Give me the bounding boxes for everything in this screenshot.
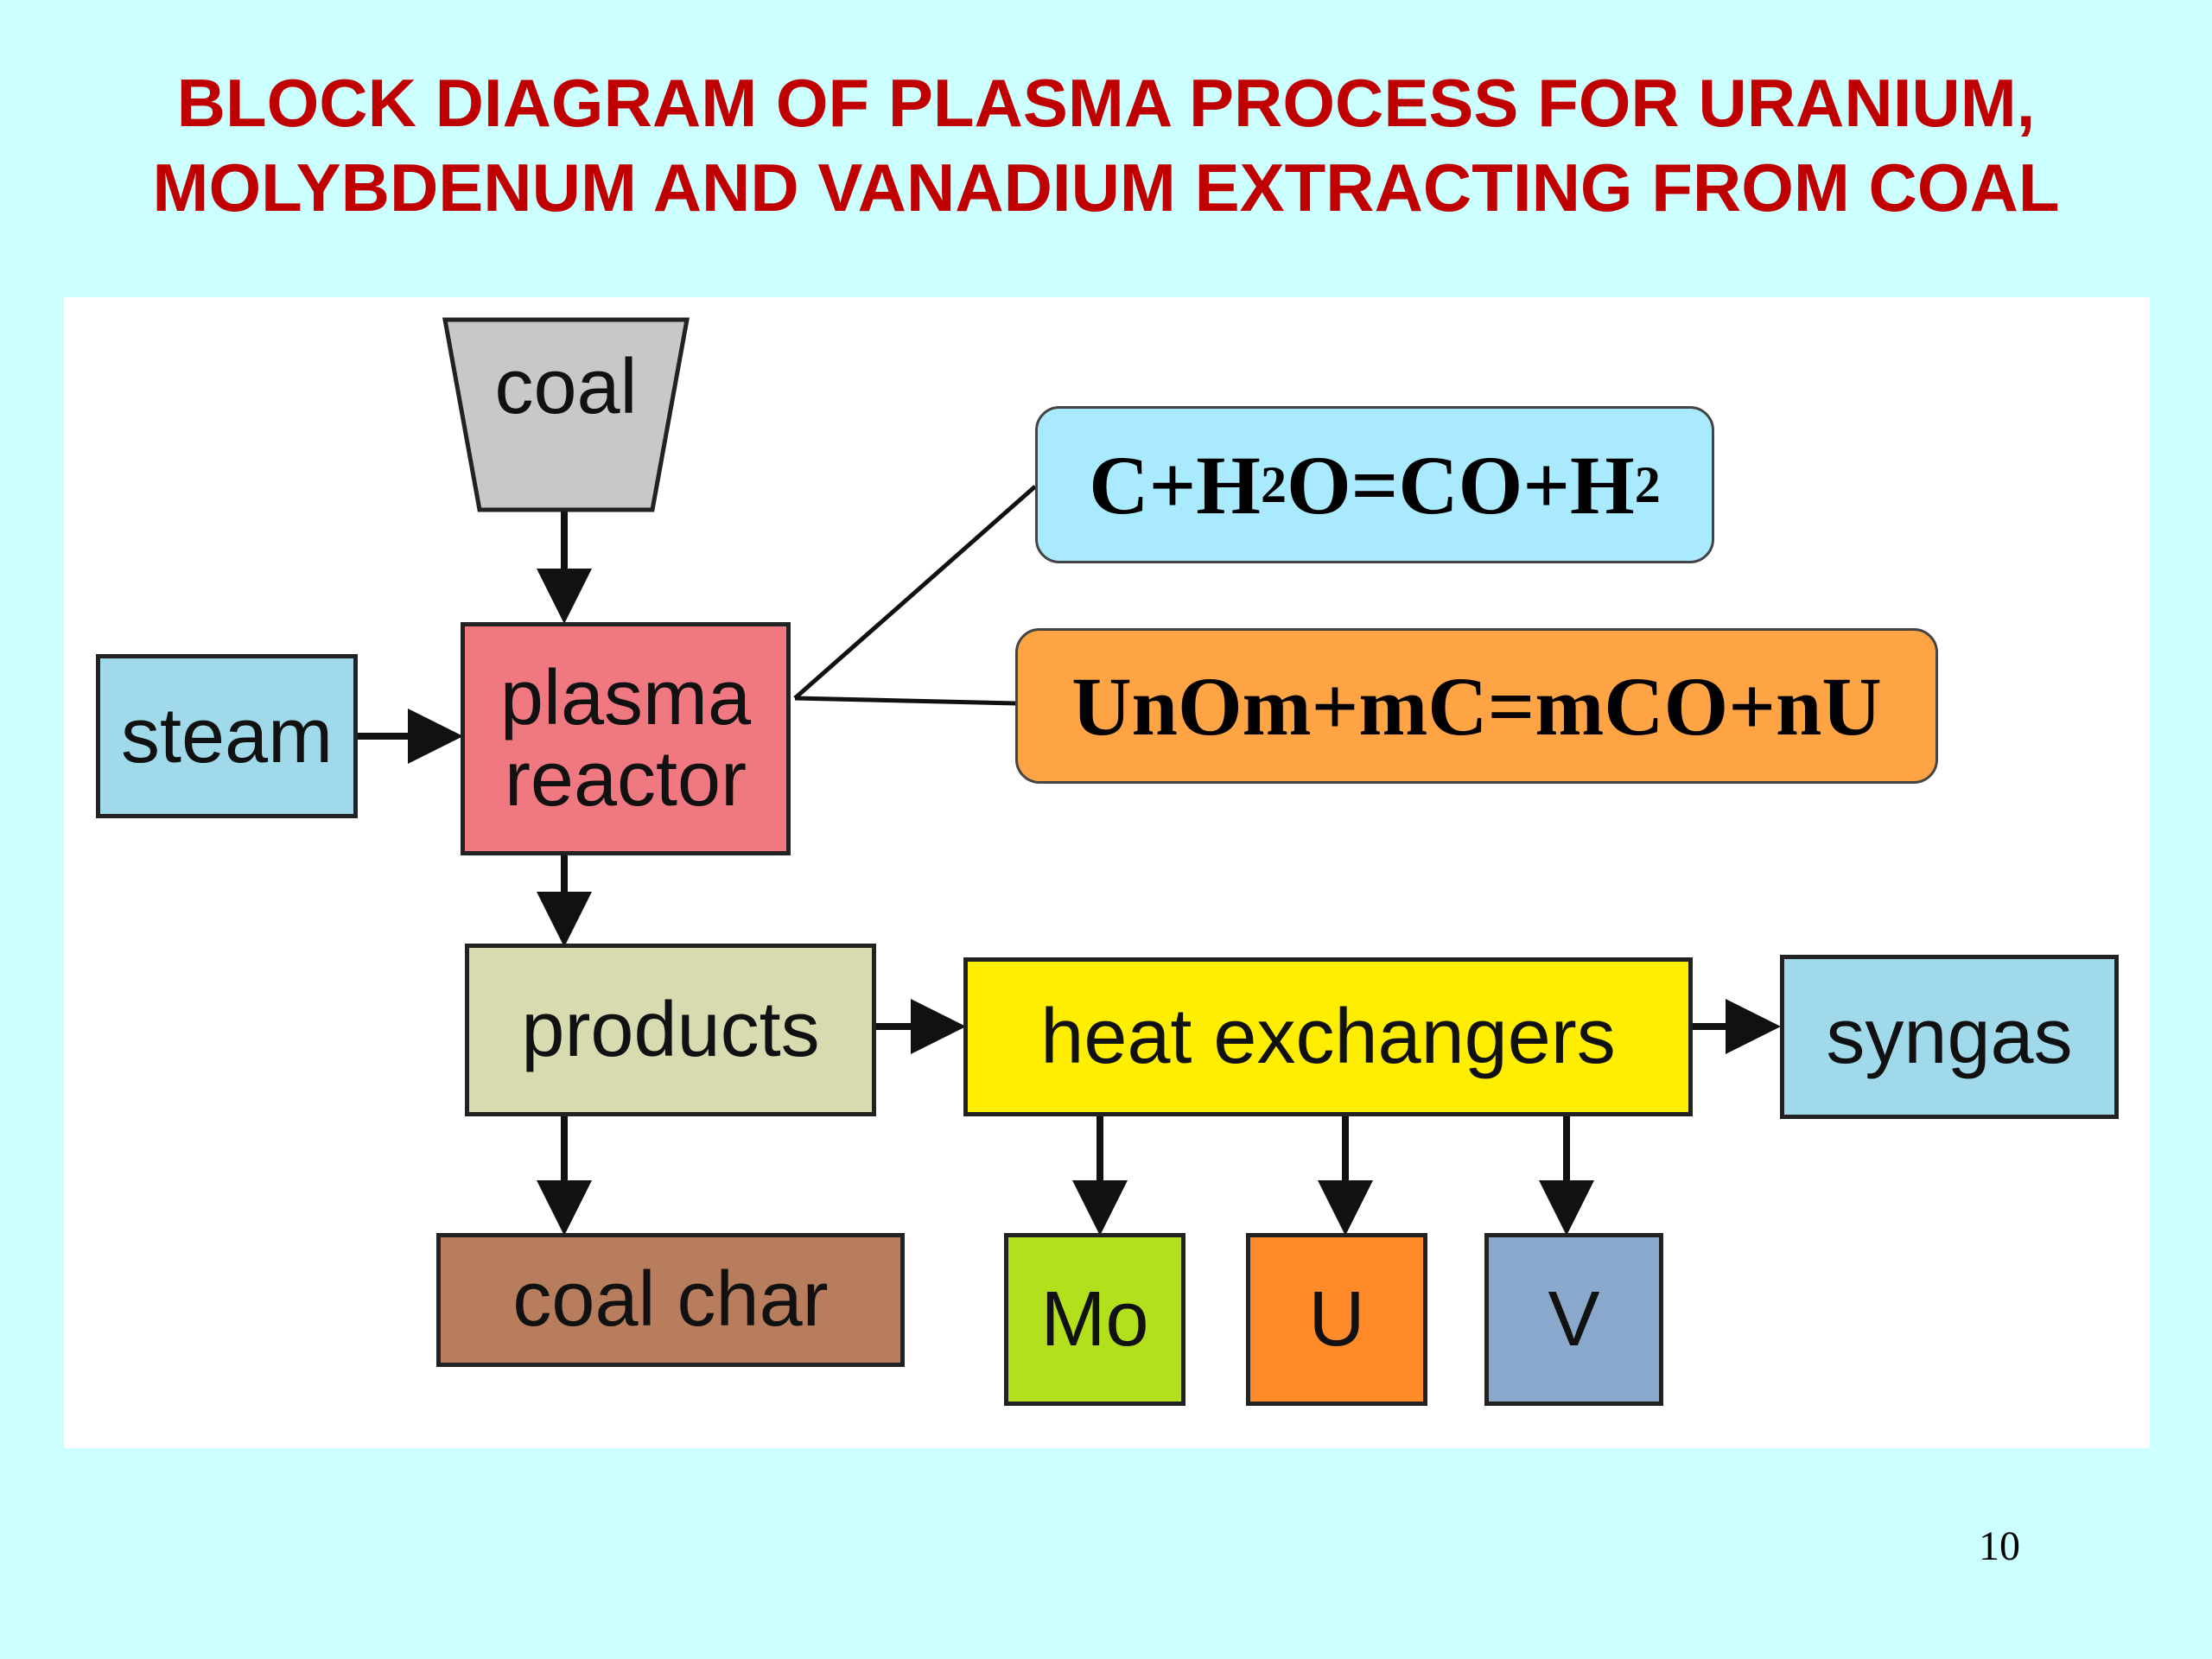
mo-label: Mo — [1040, 1275, 1149, 1363]
heat-exchangers-node: heat exchangers — [963, 957, 1693, 1116]
syngas-label: syngas — [1826, 993, 2073, 1080]
u-label: U — [1308, 1275, 1365, 1363]
plasma-reactor-label-line1: plasma — [499, 654, 752, 741]
steam-node: steam — [96, 654, 358, 818]
slide-title-line1: BLOCK DIAGRAM OF PLASMA PROCESS FOR URAN… — [176, 65, 2036, 141]
plasma-reactor-node: plasma reactor — [461, 622, 791, 855]
eq1-part-b: O=CO+H — [1286, 438, 1635, 531]
heat-exchangers-label: heat exchangers — [1040, 993, 1616, 1080]
coal-char-label: coal char — [512, 1256, 829, 1344]
eq1-subscript-2: 2 — [1634, 455, 1661, 513]
v-node: V — [1484, 1233, 1663, 1406]
coal-char-node: coal char — [436, 1233, 905, 1367]
eq1-part-a: C+H — [1089, 438, 1261, 531]
plasma-reactor-label-line2: reactor — [504, 736, 747, 823]
products-node: products — [465, 944, 876, 1116]
steam-label: steam — [120, 692, 334, 779]
eq2-text: UnOm+mC=mCO+nU — [1071, 659, 1882, 753]
eq1-subscript-1: 2 — [1260, 455, 1287, 513]
slide-title-line2: MOLYBDENUM AND VANADIUM EXTRACTING FROM … — [152, 149, 2060, 226]
line-reactor-to-eq2 — [794, 696, 1017, 706]
mo-node: Mo — [1004, 1233, 1185, 1406]
coal-node: coal — [458, 327, 674, 448]
coal-funnel-shape — [442, 317, 690, 512]
page-number: 10 — [1979, 1523, 2020, 1569]
line-reactor-to-eq1 — [793, 485, 1037, 700]
products-label: products — [521, 986, 820, 1073]
slide-title: BLOCK DIAGRAM OF PLASMA PROCESS FOR URAN… — [0, 60, 2212, 230]
v-label: V — [1548, 1275, 1600, 1363]
syngas-node: syngas — [1780, 955, 2119, 1119]
u-node: U — [1246, 1233, 1427, 1406]
coal-label: coal — [494, 343, 638, 430]
equation-oxide-reduction: UnOm+mC=mCO+nU — [1015, 628, 1938, 784]
